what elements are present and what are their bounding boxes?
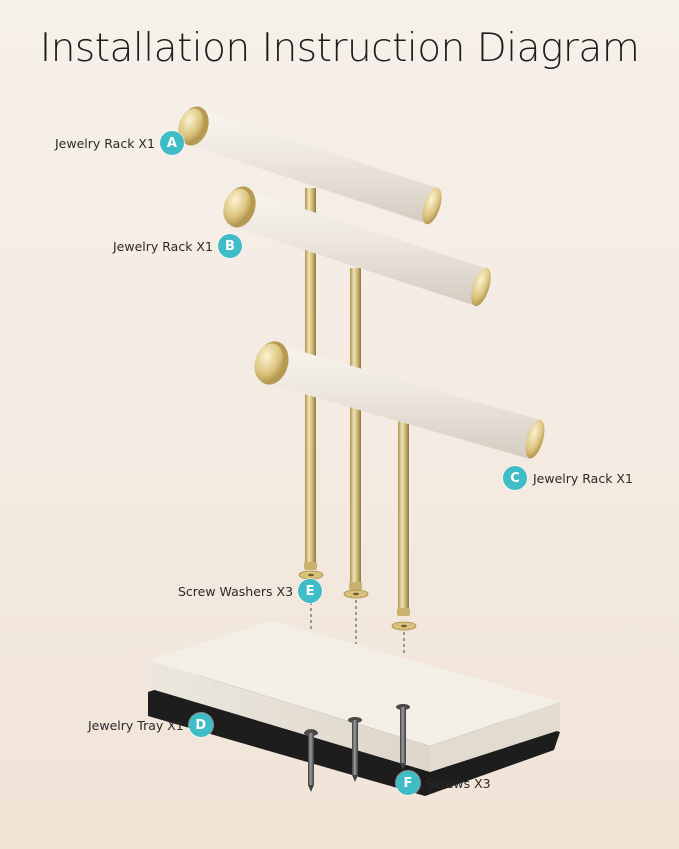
callout-part-c: C Jewelry Rack X1	[503, 465, 633, 491]
part-e-badge: E	[298, 579, 323, 603]
page-title: Installation Instruction Diagram	[39, 26, 640, 71]
part-f-badge: F	[396, 771, 420, 795]
part-e-label: Screw Washers X3	[178, 583, 294, 599]
screw-washers	[298, 570, 417, 631]
callout-part-a: Jewelry Rack X1 A	[55, 130, 184, 156]
rack-b-post	[350, 268, 361, 590]
jewelry-rack-b	[223, 186, 491, 307]
part-b-badge: B	[217, 234, 242, 258]
part-d-label: Jewelry Tray X1	[88, 717, 184, 733]
jewelry-rack-a	[178, 106, 442, 225]
screws	[304, 704, 410, 792]
part-c-label: Jewelry Rack X1	[533, 470, 633, 486]
part-f-label: Screws X3	[426, 775, 491, 791]
callout-part-d: Jewelry Tray X1 D	[88, 712, 213, 738]
jewelry-rack-c	[254, 341, 545, 459]
part-c-badge: C	[503, 466, 527, 490]
callout-part-b: Jewelry Rack X1 B	[113, 233, 242, 259]
part-a-label: Jewelry Rack X1	[55, 135, 155, 151]
callout-part-f: F Screws X3	[396, 770, 491, 796]
rack-c-post	[398, 420, 409, 615]
callout-part-e: Screw Washers X3 E	[178, 578, 323, 604]
part-a-badge: A	[159, 131, 184, 155]
part-b-label: Jewelry Rack X1	[113, 238, 213, 254]
part-d-badge: D	[188, 713, 213, 737]
